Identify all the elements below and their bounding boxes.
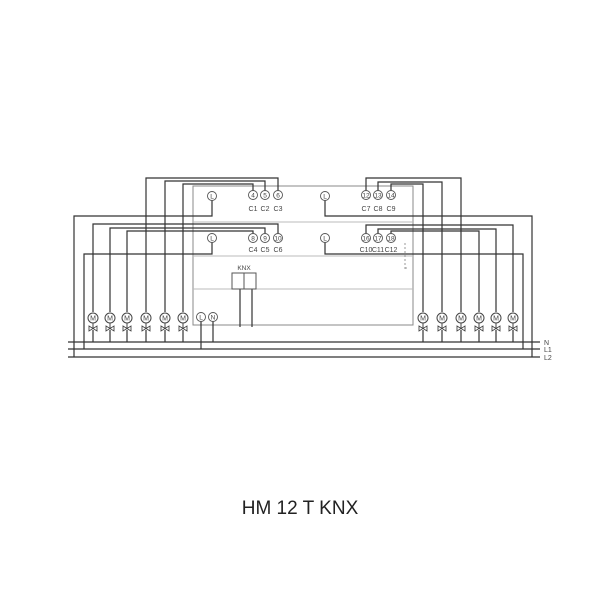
knx-terminal: KNX	[231, 265, 257, 290]
svg-text:18: 18	[387, 236, 395, 243]
svg-text:C10: C10	[360, 247, 373, 254]
svg-text:12: 12	[362, 193, 370, 200]
svg-text:C3: C3	[274, 206, 283, 213]
motor-valves: M M M M M M M M M M M M	[87, 312, 519, 332]
product-title: HM 12 T KNX	[241, 498, 359, 519]
svg-text:M: M	[162, 316, 168, 323]
svg-text:M: M	[90, 316, 96, 323]
svg-text:L: L	[323, 194, 327, 201]
svg-text:13: 13	[374, 193, 382, 200]
dashed-link	[404, 243, 409, 270]
svg-text:C1: C1	[249, 206, 258, 213]
bus-label-l2: L2	[544, 355, 552, 362]
bus-lines: N L1 L2	[68, 340, 552, 362]
motor-valve-icon: M	[104, 312, 116, 332]
bus-label-l1: L1	[544, 347, 552, 354]
motor-valve-icon: M	[507, 312, 519, 332]
svg-text:C11: C11	[372, 247, 384, 254]
svg-text:C2: C2	[261, 206, 270, 213]
motor-valve-icon: M	[455, 312, 467, 332]
supply-l-terminal	[196, 312, 206, 322]
svg-text:L: L	[210, 194, 214, 201]
svg-text:M: M	[143, 316, 149, 323]
line-terminals: L L L L L N	[196, 191, 330, 322]
wires	[73, 177, 533, 357]
knx-label: KNX	[237, 265, 251, 272]
svg-text:16: 16	[362, 236, 370, 243]
motor-valve-icon: M	[490, 312, 502, 332]
svg-text:C7: C7	[362, 206, 371, 213]
svg-text:C4: C4	[249, 247, 258, 254]
motor-valve-icon: M	[436, 312, 448, 332]
svg-text:C8: C8	[374, 206, 383, 213]
svg-text:6: 6	[276, 193, 280, 200]
supply-n-terminal	[208, 312, 218, 322]
svg-text:M: M	[476, 316, 482, 323]
svg-text:C6: C6	[274, 247, 283, 254]
svg-text:M: M	[439, 316, 445, 323]
svg-text:M: M	[180, 316, 186, 323]
channel-group-1: 4 5 6 C1 C2 C3	[248, 190, 283, 213]
svg-text:M: M	[420, 316, 426, 323]
motor-valve-icon: M	[87, 312, 99, 332]
svg-text:C5: C5	[261, 247, 270, 254]
svg-text:10: 10	[274, 236, 282, 243]
motor-valve-icon: M	[121, 312, 133, 332]
svg-text:9: 9	[263, 236, 267, 243]
svg-text:5: 5	[263, 193, 267, 200]
svg-text:14: 14	[387, 193, 395, 200]
svg-text:M: M	[493, 316, 499, 323]
svg-text:L: L	[210, 236, 214, 243]
motor-valve-icon: M	[177, 312, 189, 332]
svg-text:C9: C9	[387, 206, 396, 213]
svg-text:L: L	[323, 236, 327, 243]
channel-group-2: 8 9 10 C4 C5 C6	[248, 233, 283, 254]
svg-text:8: 8	[251, 236, 255, 243]
svg-text:4: 4	[251, 193, 255, 200]
bus-label-n: N	[544, 340, 549, 347]
svg-text:C12: C12	[385, 247, 398, 254]
motor-valve-icon: M	[159, 312, 171, 332]
svg-text:M: M	[510, 316, 516, 323]
svg-text:N: N	[211, 315, 216, 322]
svg-text:M: M	[458, 316, 464, 323]
svg-text:17: 17	[374, 236, 382, 243]
channel-group-4: 16 17 18 C10 C11 C12	[360, 233, 398, 254]
channel-group-3: 12 13 14 C7 C8 C9	[361, 190, 396, 213]
svg-text:M: M	[124, 316, 130, 323]
svg-text:L: L	[199, 315, 203, 322]
motor-valve-icon: M	[140, 312, 152, 332]
svg-text:M: M	[107, 316, 113, 323]
motor-valve-icon: M	[417, 312, 429, 332]
motor-valve-icon: M	[473, 312, 485, 332]
